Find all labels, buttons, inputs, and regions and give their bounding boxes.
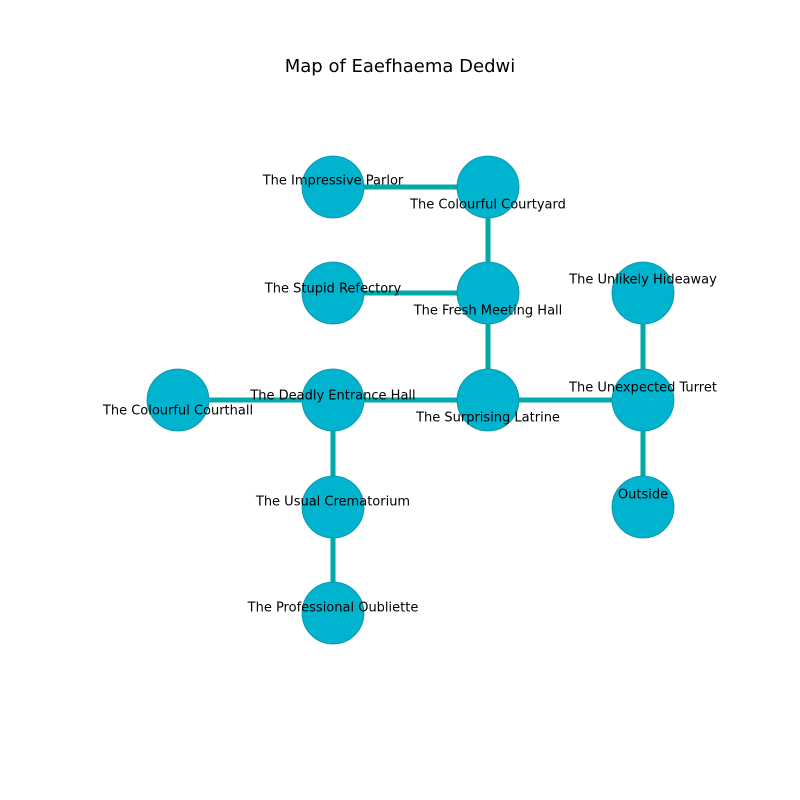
room-label-professional-oubliette: The Professional Oubliette [247, 601, 419, 616]
room-node-colourful-courthall [146, 368, 210, 432]
room-node-fresh-meeting-hall [456, 261, 520, 325]
room-node-usual-crematorium [301, 475, 365, 539]
room-label-stupid-refectory: The Stupid Refectory [264, 282, 402, 297]
room-node-deadly-entrance-hall [301, 368, 365, 432]
room-node-unexpected-turret [611, 368, 675, 432]
room-node-unlikely-hideaway [611, 261, 675, 325]
room-label-colourful-courtyard: The Colourful Courtyard [409, 198, 566, 213]
map-title: Map of Eaefhaema Dedwi [284, 56, 516, 77]
room-node-professional-oubliette [301, 581, 365, 645]
room-label-unexpected-turret: The Unexpected Turret [568, 381, 717, 396]
room-node-colourful-courtyard [456, 155, 520, 219]
room-node-surprising-latrine [456, 368, 520, 432]
room-node-impressive-parlor [301, 155, 365, 219]
room-node-stupid-refectory [301, 261, 365, 325]
rooms-layer [146, 155, 675, 645]
room-label-impressive-parlor: The Impressive Parlor [262, 174, 404, 189]
room-label-colourful-courthall: The Colourful Courthall [102, 404, 253, 419]
room-label-usual-crematorium: The Usual Crematorium [255, 495, 410, 510]
room-label-fresh-meeting-hall: The Fresh Meeting Hall [413, 304, 563, 319]
room-label-outside: Outside [618, 488, 668, 503]
room-label-deadly-entrance-hall: The Deadly Entrance Hall [249, 389, 415, 404]
room-label-surprising-latrine: The Surprising Latrine [415, 411, 560, 426]
room-label-unlikely-hideaway: The Unlikely Hideaway [568, 273, 717, 288]
room-node-outside [611, 475, 675, 539]
